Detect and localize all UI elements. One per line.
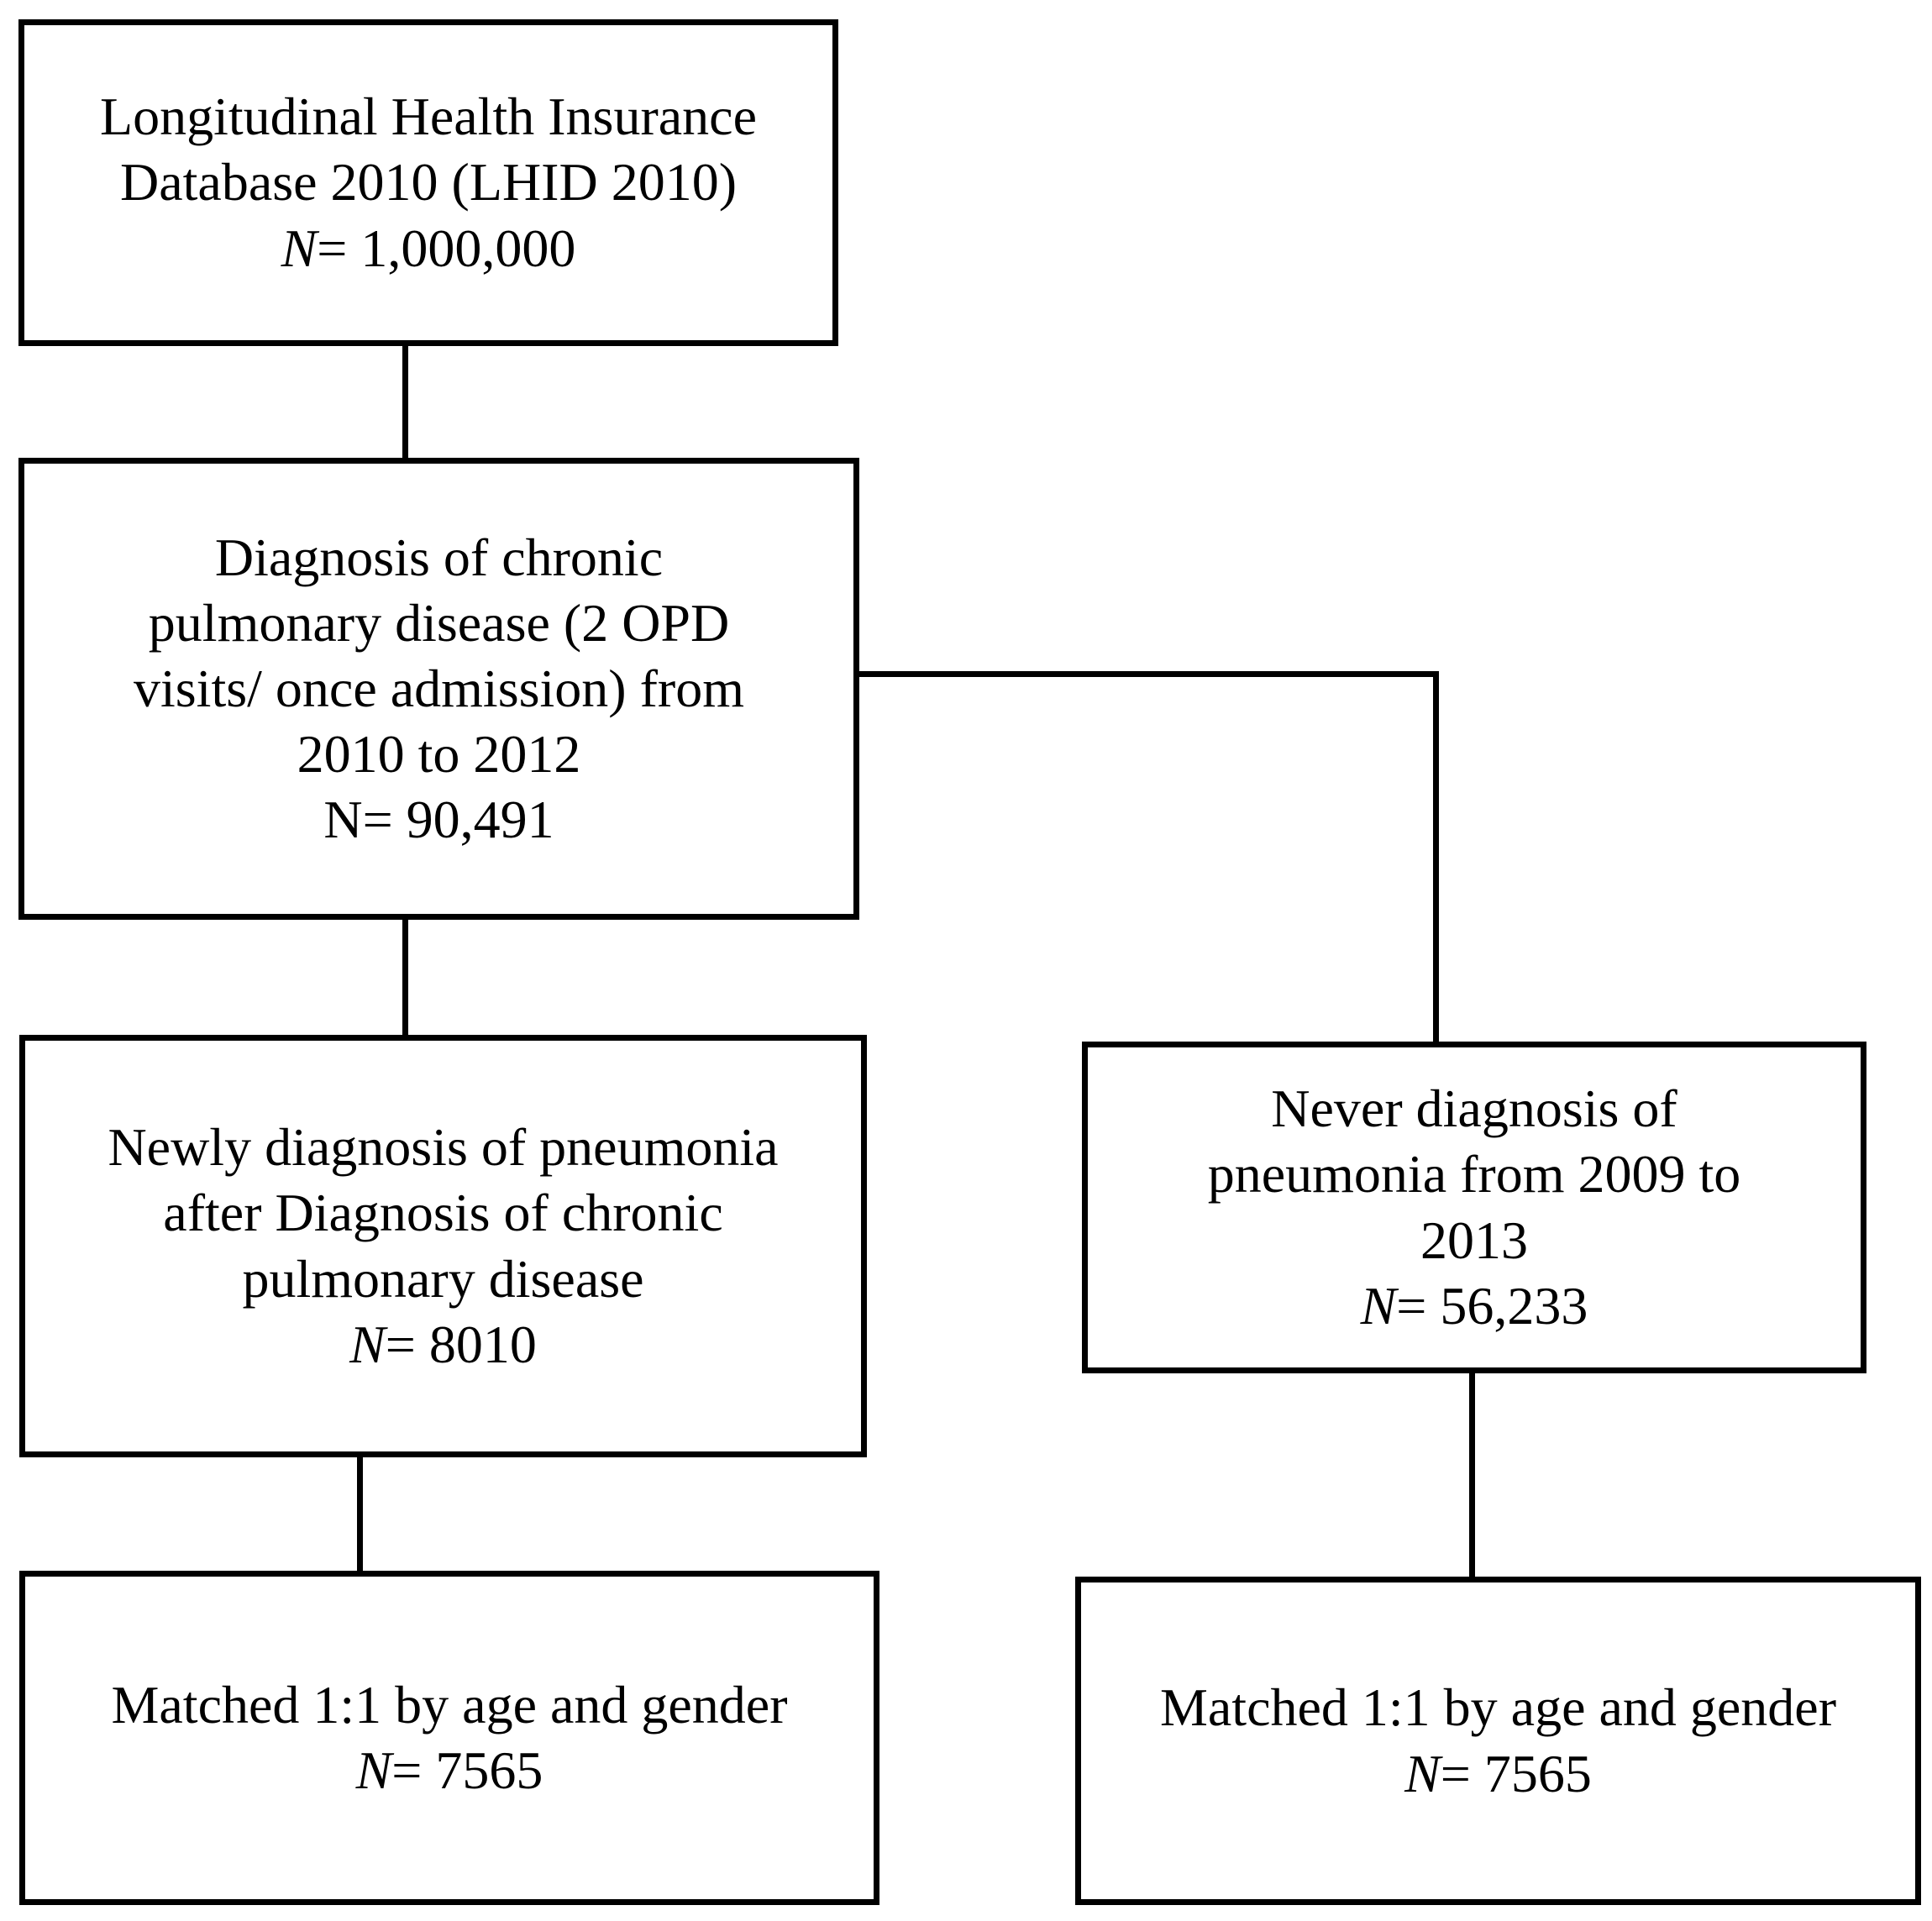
connector-chronic-to-pneumonia xyxy=(402,914,408,1041)
connector-never-to-matched-right xyxy=(1469,1367,1475,1582)
node-count-line: N= 90,491 xyxy=(48,787,830,853)
count-value: = 90,491 xyxy=(362,790,554,850)
count-symbol: N xyxy=(349,1314,386,1374)
node-body-text: Matched 1:1 by age and gender xyxy=(1159,1677,1837,1738)
connector-pneumonia-to-matched-left xyxy=(357,1451,363,1577)
count-symbol: N xyxy=(355,1740,392,1800)
node-count-line: N= 7565 xyxy=(1105,1741,1892,1807)
node-count-line: N= 1,000,000 xyxy=(48,216,809,281)
node-count-line: N= 56,233 xyxy=(1111,1273,1837,1339)
node-count-line: N= 8010 xyxy=(49,1312,837,1378)
count-symbol: N xyxy=(1404,1743,1441,1803)
node-count-line: N= 7565 xyxy=(49,1738,850,1803)
connector-source-to-chronic xyxy=(402,340,408,464)
count-value: = 7565 xyxy=(391,1740,543,1800)
count-symbol: N xyxy=(323,790,363,850)
count-value: = 1,000,000 xyxy=(317,218,576,278)
connector-chronic-to-never-vertical xyxy=(1433,671,1439,1047)
count-value: = 7565 xyxy=(1440,1743,1592,1803)
node-body-text: Matched 1:1 by age and gender xyxy=(111,1674,788,1735)
count-symbol: N xyxy=(1360,1275,1397,1336)
count-value: = 8010 xyxy=(385,1314,537,1374)
count-symbol: N xyxy=(281,218,318,278)
connector-chronic-to-never-horizontal xyxy=(853,671,1439,677)
count-value: = 56,233 xyxy=(1396,1275,1588,1336)
